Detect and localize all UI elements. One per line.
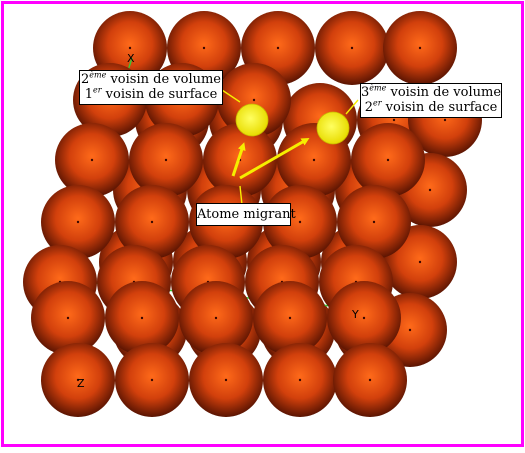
- atom-center-dot: [299, 221, 301, 223]
- atom-center-dot: [253, 99, 255, 101]
- third-neighbor-site: [317, 112, 349, 144]
- second-neighbor-site: [236, 104, 268, 136]
- atom-center-dot: [313, 159, 315, 161]
- atom-center-dot: [419, 47, 421, 49]
- atom-center-dot: [165, 159, 167, 161]
- label-migrating-atom: Atome migrant: [196, 203, 291, 226]
- label-third-line2: 2er voisin de surface: [361, 100, 501, 115]
- atom-center-dot: [444, 119, 446, 121]
- atom-center-dot: [203, 47, 205, 49]
- atom-center-dot: [289, 317, 291, 319]
- atom-center-dot: [369, 379, 371, 381]
- atom-center-dot: [91, 159, 93, 161]
- atom-center-dot: [151, 221, 153, 223]
- label-third-line1: 3ème voisin de volume: [361, 85, 501, 100]
- atom-center-dot: [215, 317, 217, 319]
- label-third-neighbor: 3ème voisin de volume 2er voisin de surf…: [360, 83, 502, 118]
- axis-label-y: Y: [351, 308, 359, 321]
- atom-center-dot: [77, 221, 79, 223]
- label-second-neighbor: 2ème voisin de volume 1er voisin de surf…: [79, 70, 223, 105]
- atom-center-dot: [419, 261, 421, 263]
- atom-center-dot: [141, 317, 143, 319]
- atom-center-dot: [387, 159, 389, 161]
- atom-center-dot: [225, 379, 227, 381]
- atom-center-dot: [409, 329, 411, 331]
- atom-center-dot: [363, 317, 365, 319]
- atom-center-dot: [277, 47, 279, 49]
- axis-label-x: X: [127, 52, 135, 65]
- atom-center-dot: [299, 379, 301, 381]
- atom-center-dot: [429, 189, 431, 191]
- axis-label-z: Z: [77, 377, 85, 390]
- atom-center-dot: [373, 221, 375, 223]
- atom-center-dot: [67, 317, 69, 319]
- label-second-line2: 1er voisin de surface: [80, 87, 222, 102]
- atom-center-dot: [129, 47, 131, 49]
- atom-center-dot: [151, 379, 153, 381]
- atom-center-dot: [351, 47, 353, 49]
- atom-center-dot: [393, 119, 395, 121]
